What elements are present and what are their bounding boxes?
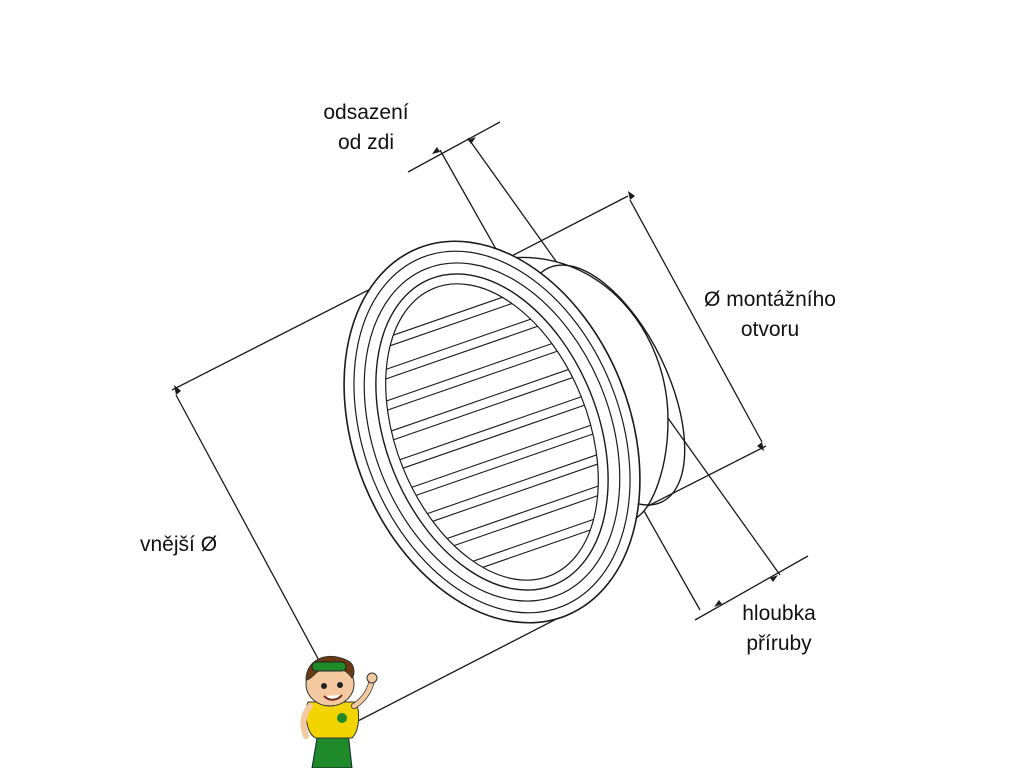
arrow-depth-a [714, 600, 722, 607]
depth-label-line2: příruby [746, 632, 812, 655]
arrow-offset-a [432, 147, 440, 154]
offset-dim-line [407, 121, 501, 173]
flange-depth-label: hloubka příruby [720, 599, 838, 659]
outer-ext-bottom [351, 611, 571, 725]
hole-ext-top [499, 195, 629, 263]
hole-ext-bottom [639, 445, 767, 511]
depth-dim-line [694, 555, 809, 621]
arrow-hole-top [628, 191, 635, 200]
hole-label-line1: Ø montážního [704, 288, 836, 311]
offset-from-wall-label: odsazení od zdi [300, 98, 432, 158]
hole-dim-line [629, 199, 763, 443]
outer-diameter-label: vnější Ø [140, 533, 218, 556]
mounting-hole-diameter-label: Ø montážního otvoru [688, 285, 852, 345]
hole-label-line2: otvoru [740, 318, 800, 341]
arrow-depth-b [770, 575, 778, 582]
mascot-boy-illustration [300, 655, 378, 768]
offset-label-line1: odsazení [323, 101, 409, 124]
arrow-hole-bottom [757, 442, 764, 451]
vent-flange [343, 240, 641, 624]
arrow-offset-b [468, 137, 476, 144]
arrow-outer-top [174, 385, 181, 395]
depth-label-line1: hloubka [742, 602, 816, 625]
offset-label-line2: od zdi [337, 131, 395, 154]
outer-ext-top [171, 277, 393, 391]
